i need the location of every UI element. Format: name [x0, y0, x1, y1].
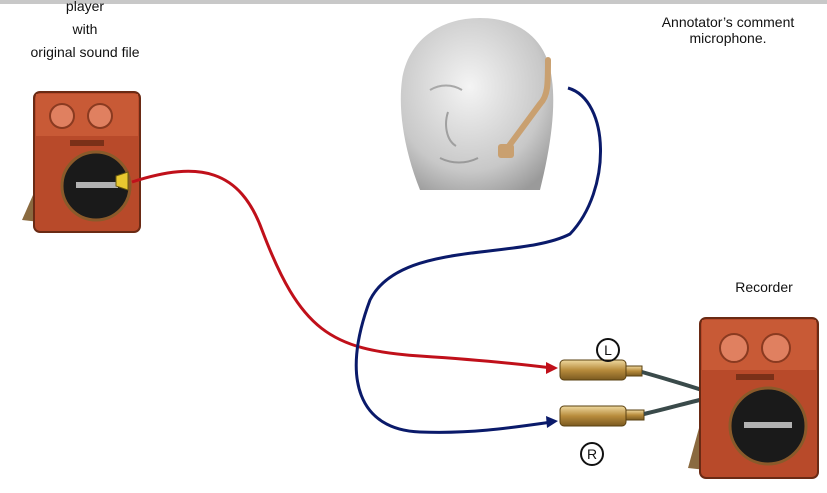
recorder-label: Recorder	[722, 276, 806, 299]
left-channel-marker: L	[596, 338, 620, 362]
plug-left	[560, 360, 642, 380]
recorder-device	[688, 318, 818, 478]
plug-right	[560, 406, 644, 426]
head-microphone	[398, 16, 564, 194]
player-label-line1: player	[0, 0, 170, 18]
microphone-label: Annotator’s comment microphone.	[628, 14, 827, 46]
player-label-line2: with	[0, 18, 170, 41]
right-channel-marker: R	[580, 442, 604, 466]
red-cable	[132, 171, 552, 368]
player-label: player with original sound file	[0, 0, 170, 64]
player-label-line3: original sound file	[0, 41, 170, 64]
microphone-label-line1: Annotator’s comment	[628, 14, 827, 30]
player-device	[22, 92, 140, 232]
microphone-label-line2: microphone.	[628, 30, 827, 46]
